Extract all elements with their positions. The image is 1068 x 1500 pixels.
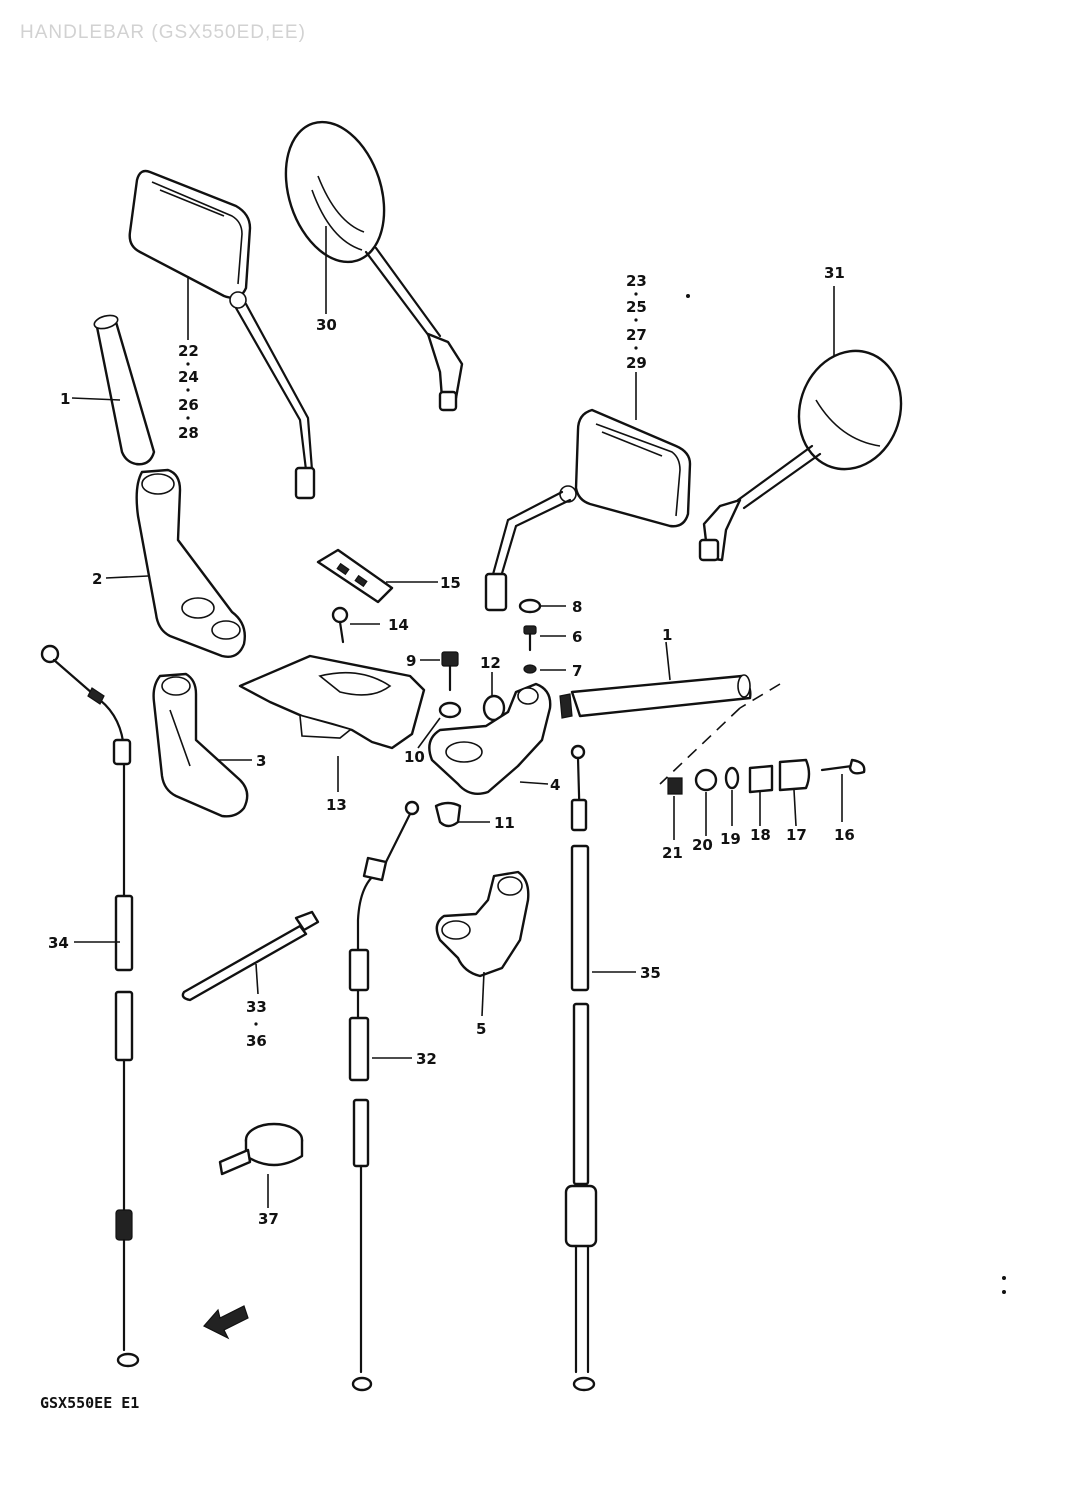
drawing-code: GSX550EE E1: [40, 1394, 140, 1412]
label-36: 36: [246, 1032, 267, 1050]
label-23: 23: [626, 272, 647, 290]
mirror-right-rect: [484, 408, 692, 612]
group-dot: [634, 318, 638, 322]
label-9: 9: [406, 652, 416, 670]
part-18: [748, 764, 774, 794]
part-6-screw: [523, 625, 537, 652]
part-8-cap: [518, 598, 542, 614]
speck: [1002, 1276, 1006, 1280]
label-17: 17: [786, 826, 807, 844]
label-13: 13: [326, 796, 347, 814]
label-30: 30: [316, 316, 337, 334]
cable-34: [40, 644, 140, 1368]
label-12: 12: [480, 654, 501, 672]
part-16-screw: [820, 758, 866, 775]
page-title: HANDLEBAR (GSX550ED,EE): [20, 22, 306, 43]
label-25: 25: [626, 298, 647, 316]
label-10: 10: [404, 748, 425, 766]
label-32: 32: [416, 1050, 437, 1068]
label-grip-right: 1: [662, 626, 672, 644]
part-7-washer: [523, 664, 537, 674]
handlebar-left: [135, 468, 246, 658]
label-3: 3: [256, 752, 266, 770]
label-28: 28: [178, 424, 199, 442]
group-dot: [186, 388, 190, 392]
part-labels: 1 1 2 3 4 5 6 7 8 9 10 11 12 13 14 15 16…: [48, 264, 855, 1228]
label-5: 5: [476, 1020, 486, 1038]
label-31: 31: [824, 264, 845, 282]
label-19: 19: [720, 830, 741, 848]
label-26: 26: [178, 396, 199, 414]
leader-lines: [71, 226, 843, 1208]
label-35: 35: [640, 964, 661, 982]
handlebar-center-lower: [435, 870, 530, 978]
cable-32: [348, 800, 420, 1392]
grip-right: [559, 674, 752, 719]
part-21: [667, 777, 683, 795]
label-16: 16: [834, 826, 855, 844]
part-20: [694, 768, 718, 792]
part-13-bracket: [238, 654, 426, 750]
label-11: 11: [494, 814, 515, 832]
label-24: 24: [178, 368, 199, 386]
part-37-housing: [218, 1122, 304, 1176]
group-dot: [634, 346, 638, 350]
part-15-plate: [316, 548, 394, 604]
speck: [1002, 1290, 1006, 1294]
label-6: 6: [572, 628, 582, 646]
label-14: 14: [388, 616, 409, 634]
grip-left: [93, 314, 156, 466]
mirror-left-rect: [128, 169, 316, 500]
label-grip-left: 1: [60, 390, 70, 408]
part-19: [724, 766, 740, 790]
label-29: 29: [626, 354, 647, 372]
label-37: 37: [258, 1210, 279, 1228]
label-22: 22: [178, 342, 199, 360]
label-27: 27: [626, 326, 647, 344]
speck: [686, 294, 690, 298]
label-8: 8: [572, 598, 582, 616]
label-20: 20: [692, 836, 713, 854]
mirror-left-round: [284, 120, 464, 412]
cable-33-36: [181, 910, 320, 1002]
forward-arrow-icon: [203, 1305, 249, 1340]
label-4: 4: [550, 776, 560, 794]
assembly-line: [739, 683, 781, 709]
part-11-nut: [434, 801, 462, 828]
handlebar-right: [428, 682, 552, 795]
part-14-bolt: [331, 606, 349, 644]
part-10-washer: [438, 701, 462, 719]
group-dot: [186, 416, 190, 420]
label-15: 15: [440, 574, 461, 592]
assembly-line: [659, 707, 741, 785]
label-21: 21: [662, 844, 683, 862]
part-9-bolt: [441, 651, 459, 692]
label-33: 33: [246, 998, 267, 1016]
part-17: [778, 758, 811, 792]
handlebar-left-lower: [152, 672, 249, 818]
mirror-right-round: [698, 349, 903, 562]
cable-35: [564, 744, 598, 1392]
label-18: 18: [750, 826, 771, 844]
group-dot: [634, 292, 638, 296]
label-34: 34: [48, 934, 69, 952]
group-dot: [254, 1022, 258, 1026]
label-2: 2: [92, 570, 102, 588]
group-dot: [186, 362, 190, 366]
label-7: 7: [572, 662, 582, 680]
